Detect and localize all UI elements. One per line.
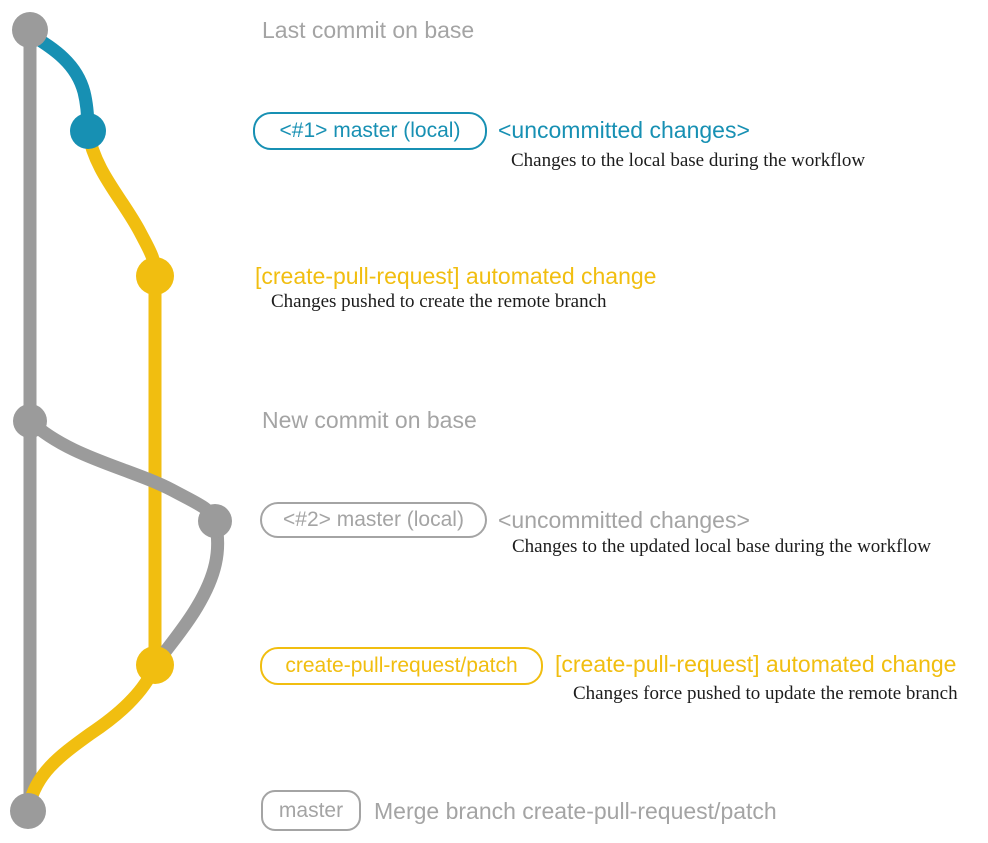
patch-branch-merge-curve (22, 659, 162, 813)
commit-dot-uncommitted-1 (70, 113, 106, 149)
patch-branch-upper-curve (81, 125, 162, 283)
uncommitted-branch-line-2-lower (149, 514, 225, 671)
note-last-commit-on-base: Last commit on base (262, 17, 475, 43)
commit-title-automated-2: [create-pull-request] automated change (555, 651, 957, 677)
commit-title-automated-1: [create-pull-request] automated change (255, 263, 657, 289)
commit-dot-patch-2 (136, 646, 174, 684)
commit-dot-new-on-base (13, 404, 47, 438)
branch-label-master-local-1: <#1> master (local) (253, 112, 487, 150)
note-new-commit-on-base: New commit on base (262, 407, 477, 433)
uncommitted-branch-line-2-upper (23, 414, 222, 528)
branch-label-patch: create-pull-request/patch (260, 647, 543, 685)
commit-dot-uncommitted-2 (198, 504, 232, 538)
git-graph (10, 12, 232, 829)
branch-label-text: <#1> master (local) (279, 119, 461, 142)
branch-label-master-local-2: <#2> master (local) (260, 502, 487, 538)
commit-title-merge: Merge branch create-pull-request/patch (374, 798, 777, 824)
branch-label-master: master (261, 790, 361, 831)
commit-desc-uncommitted-1: Changes to the local base during the wor… (511, 150, 866, 171)
commit-dot-merge (10, 793, 46, 829)
commit-desc-automated-1: Changes pushed to create the remote bran… (271, 291, 607, 312)
commit-dot-patch-1 (136, 257, 174, 295)
commit-title-uncommitted-1: <uncommitted changes> (498, 117, 750, 143)
branch-label-text: <#2> master (local) (283, 508, 464, 531)
commit-dot-last-on-base (12, 12, 48, 48)
commit-title-uncommitted-2: <uncommitted changes> (498, 507, 750, 533)
commit-desc-uncommitted-2: Changes to the updated local base during… (512, 536, 931, 557)
commit-desc-automated-2: Changes force pushed to update the remot… (573, 683, 958, 704)
branch-label-text: master (278, 798, 344, 822)
branch-label-text: create-pull-request/patch (285, 654, 518, 677)
